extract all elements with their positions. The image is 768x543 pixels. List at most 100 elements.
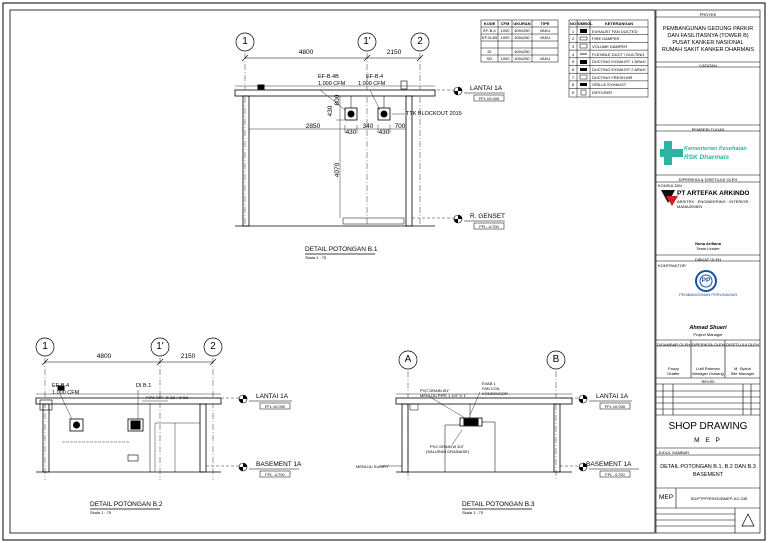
- legend1-cell: 1000: [500, 56, 510, 61]
- tb-sign-name: Fauzy: [668, 366, 679, 371]
- b3-note-3b: (SALURAN DRAINASE): [426, 449, 470, 454]
- tb-drawing-type: SHOP DRAWING: [668, 421, 748, 432]
- legend-table-2-grid: [568, 19, 649, 98]
- tb-sign-role: Manager Drawing: [692, 371, 724, 376]
- b1-title: DETAIL POTONGAN B.1: [305, 246, 378, 253]
- legend1-cell: VAKU: [539, 28, 551, 33]
- legend1-header: KODE: [483, 21, 496, 26]
- legend2-desc: DIFFUSER: [592, 90, 612, 96]
- legend1-cell: 400x250: [514, 49, 530, 54]
- legend2-desc: VOLUME DAMPER: [592, 43, 628, 49]
- b1-dim-2150: 2150: [386, 49, 402, 56]
- tb-contractor-label: DIBUAT OLEH: [694, 256, 722, 262]
- b3-note-4: MENUJU SUMPIT: [356, 464, 389, 469]
- b1-fan-1-code: EF-B.4B: [318, 74, 339, 80]
- legend2-no: 5: [571, 59, 575, 65]
- tb-owner-caption: DIPERIKSA & DISETUJUI OLEH: [678, 176, 738, 182]
- legend2-desc: DUCTING FRESH AIR: [592, 74, 633, 80]
- legend2-desc: FLEXIBLE DUCT / DUCTING: [592, 51, 645, 57]
- b1-grid-label: 2: [417, 36, 423, 47]
- b2-di-code: DI B.1: [136, 383, 152, 389]
- legend2-header: SIMBOL: [577, 21, 593, 26]
- b2-di-note: PIPA REF. Ø 3/8 / Ø 5/8: [146, 395, 189, 400]
- b2-level-2: BASEMENT 1A: [256, 461, 302, 468]
- tb-revision-label: REVISI: [701, 379, 715, 384]
- legend2-no: 4: [571, 51, 575, 57]
- legend2-header: KETERANGAN: [604, 21, 634, 26]
- b1-fan-2-cfm: 1.000 CFM: [358, 81, 386, 87]
- tb-discipline: M E P: [694, 437, 722, 444]
- tb-drawing-title-label: JUDUL GAMBAR: [658, 449, 690, 455]
- b3-note-3: PVC DRAIN Ø 3/4": [430, 444, 465, 449]
- tb-project-line: PUSAT KANKER NASIONAL: [672, 40, 744, 46]
- tb-sign-header: DISETUJUI OLEH: [726, 341, 759, 347]
- legend2-no: 9: [571, 90, 575, 96]
- b1-level-1: LANTAI 1A: [470, 85, 503, 92]
- b2-grid-label: 1': [156, 341, 164, 352]
- legend1-cell: DI: [487, 49, 492, 54]
- b1-dim-430: 430: [345, 129, 357, 136]
- tb-code-label: MEP: [658, 494, 674, 501]
- tb-consultant-label: KONSULTAN: [658, 183, 682, 188]
- legend1-cell: VAKU: [539, 35, 551, 40]
- legend2-desc: EXHAUST FAN DUCTED: [592, 28, 638, 34]
- b1-blockout-note: TTK BLOCKOUT 2015: [406, 111, 462, 117]
- contractor-logo-icon: [695, 270, 717, 292]
- b3-note-1: PVC DRAIN Ø1": [420, 388, 450, 393]
- legend1-cell: SD: [486, 56, 493, 61]
- b1-level-2: R. GENSET: [470, 213, 506, 220]
- b1-scale: Skala 1 : 75: [305, 255, 327, 260]
- b2-fan-code: EF-B.4: [52, 383, 70, 389]
- b1-dim-430v: 430: [327, 105, 334, 117]
- b1-dim-800: 800: [334, 94, 341, 106]
- b1-dim-4800: 4800: [298, 49, 314, 56]
- tb-consultant-name: PT ARTEFAK ARKINDO: [677, 190, 750, 197]
- tb-owner-logo-subtext: RSK Dharmais: [684, 154, 730, 161]
- tb-drawing-title: BASEMENT: [692, 472, 724, 478]
- owner-logo-icon: [660, 141, 753, 166]
- b1-fan-1-cfm: 1.000 CFM: [318, 81, 346, 87]
- b3-level-2: BASEMENT 1A: [586, 461, 632, 468]
- tb-contractor-role: Project Manager: [693, 332, 723, 337]
- tb-header: PROYEK: [699, 11, 717, 17]
- tb-sign-header: DIPERIKSA OLEH: [691, 341, 725, 347]
- legend1-cell: EF-B.4B: [481, 35, 498, 40]
- legend2-no: 1: [571, 28, 575, 34]
- b3-note-1b: MENUJU PIPE 1 1/4" X 1": [420, 393, 467, 398]
- b3-scale: Skala 1 : 75: [462, 510, 484, 515]
- legend2-desc: DUCTING EXHAUST 2 ARAH: [592, 67, 646, 72]
- legend1-header: UKURAN: [513, 21, 531, 26]
- b3-level-2-elev: FFL -4.700: [605, 471, 625, 477]
- b3-level-1: LANTAI 1A: [596, 393, 629, 400]
- tb-contractor-logo: PP: [701, 277, 711, 284]
- tb-contractor-head: KONTRAKTOR: [658, 263, 686, 268]
- tb-notes-label: CATATAN: [699, 62, 717, 68]
- legend2-header: NO: [570, 21, 576, 26]
- b3-note-2: EVAB 1: [482, 381, 496, 386]
- section-b1-level-icons: [453, 86, 463, 224]
- tb-contractor-logo-sub: PEMBANGUNAN PERUMAHAN: [678, 292, 737, 297]
- drawing-frame: [9, 9, 656, 534]
- b1-dim-4070: 4070: [334, 162, 341, 178]
- tb-consultant-person: Nuna Arifiana: [695, 241, 721, 246]
- section-b1-geometry: [234, 32, 505, 255]
- b1-dim-700: 700: [394, 123, 406, 130]
- tb-owner-logo-text: Kementerian Kesehatan: [684, 146, 747, 152]
- b1-dim-430b: 430: [378, 129, 390, 136]
- b3-note-2b: FAN COIL: [482, 386, 501, 391]
- tb-project-line: PEMBANGUNAN GEDUNG PARKIR: [662, 26, 754, 32]
- b2-scale: Skala 1 : 75: [90, 510, 112, 515]
- legend1-cell: 1000: [500, 28, 510, 33]
- legend1-header: CFM: [500, 21, 510, 26]
- legend2-no: 8: [571, 82, 575, 88]
- b3-grid-label: A: [404, 354, 412, 365]
- tb-drawing-number: SD/PTPP/RSKD/BMEP-AC-036: [690, 495, 748, 501]
- legend-table-1-grid: [480, 19, 559, 63]
- b1-level-2-elev: FFL -4.700: [479, 223, 499, 229]
- legend1-header: TIPE: [540, 21, 550, 26]
- b1-dim-340: 340: [362, 123, 374, 130]
- legend1-cell: 400x250: [514, 56, 530, 61]
- b2-grid-label: 2: [210, 341, 216, 352]
